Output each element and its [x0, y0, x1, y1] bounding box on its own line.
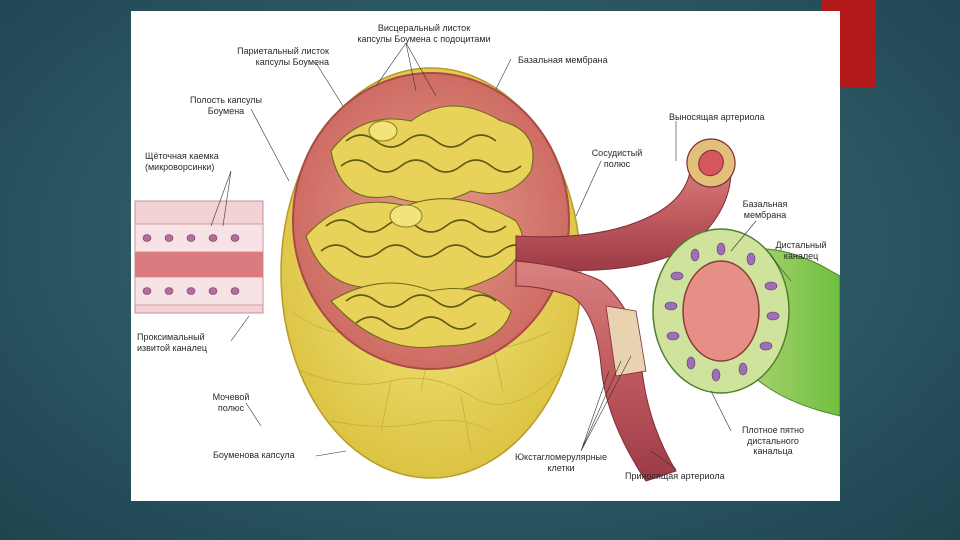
leader-lines	[210, 42, 792, 470]
label-parietal-layer: Париетальный листок капсулы Боумена	[237, 46, 329, 67]
proximal-tubule	[134, 200, 264, 314]
label-distal-tubule: Дистальный каналец	[775, 240, 827, 261]
label-basal-membrane-right: Базальная мембрана	[742, 199, 788, 220]
label-proximal-tubule: Проксимальный извитой каналец	[137, 332, 208, 353]
afferent-arteriole	[515, 260, 677, 482]
label-visceral-layer: Висцеральный листок капсулы Боумена с по…	[357, 23, 491, 44]
distal-tubule	[652, 228, 840, 417]
diagram-panel: Висцеральный листок капсулы Боумена с по…	[131, 11, 840, 501]
label-afferent-arteriole: Приносящая артериола	[625, 471, 725, 481]
label-efferent-arteriole: Выносящая артериола	[669, 112, 765, 122]
glomerulus-illustration	[134, 42, 840, 482]
label-capsule-cavity: Полость капсулы Боумена	[190, 95, 262, 116]
glomerulus-capillaries	[305, 105, 534, 349]
efferent-arteriole	[515, 138, 736, 271]
label-juxtaglomerular-cells: Юкстагломерулярные клетки	[514, 452, 608, 473]
label-bowman-capsule: Боуменова капсула	[213, 450, 295, 460]
label-macula-densa: Плотное пятно дистального канальца	[741, 425, 805, 456]
label-brush-border: Щёточная каемка (микроворсинки)	[145, 151, 219, 172]
label-basal-membrane-top: Базальная мембрана	[518, 55, 608, 65]
label-vascular-pole: Сосудистый полюс	[591, 148, 643, 169]
label-urinary-pole: Мочевой полюс	[212, 392, 250, 413]
